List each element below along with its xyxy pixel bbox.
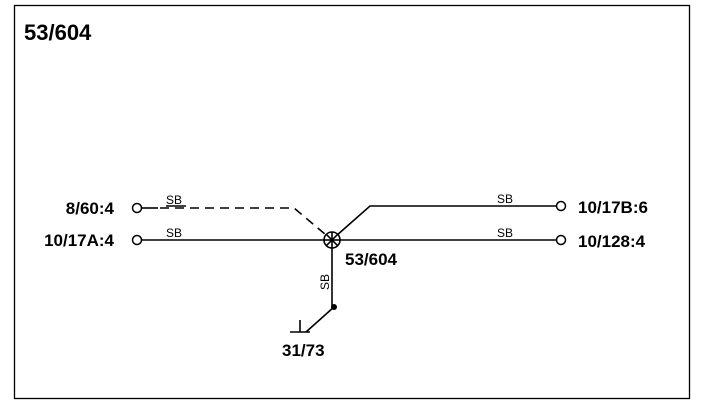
terminal-left-top [131,202,143,214]
ground-icon [290,320,310,333]
splice-icon [323,231,341,249]
wire-label-right-bottom: SB [497,226,513,240]
wire-label-left-top: SB [166,193,182,207]
ground-label: 31/73 [282,341,325,360]
wire-right-top [335,205,556,237]
splice-label: 53/604 [345,250,398,269]
wire-label-right-top: SB [497,192,513,206]
connector-label-left-top: 8/60:4 [66,199,115,218]
wire-label-down: SB [318,274,332,290]
diagram-title: 53/604 [24,20,92,45]
wire-left-top [142,207,333,241]
diagram-frame [13,4,691,400]
terminal-left-bottom [131,234,143,246]
connector-label-right-top: 10/17B:6 [578,198,648,217]
wire-label-left-bottom: SB [166,226,182,240]
terminal-right-top [555,200,567,212]
terminal-right-bottom [555,234,567,246]
connector-label-left-bottom: 10/17A:4 [44,231,114,250]
connector-label-right-bottom: 10/128:4 [578,232,646,251]
wire-down [305,248,337,333]
